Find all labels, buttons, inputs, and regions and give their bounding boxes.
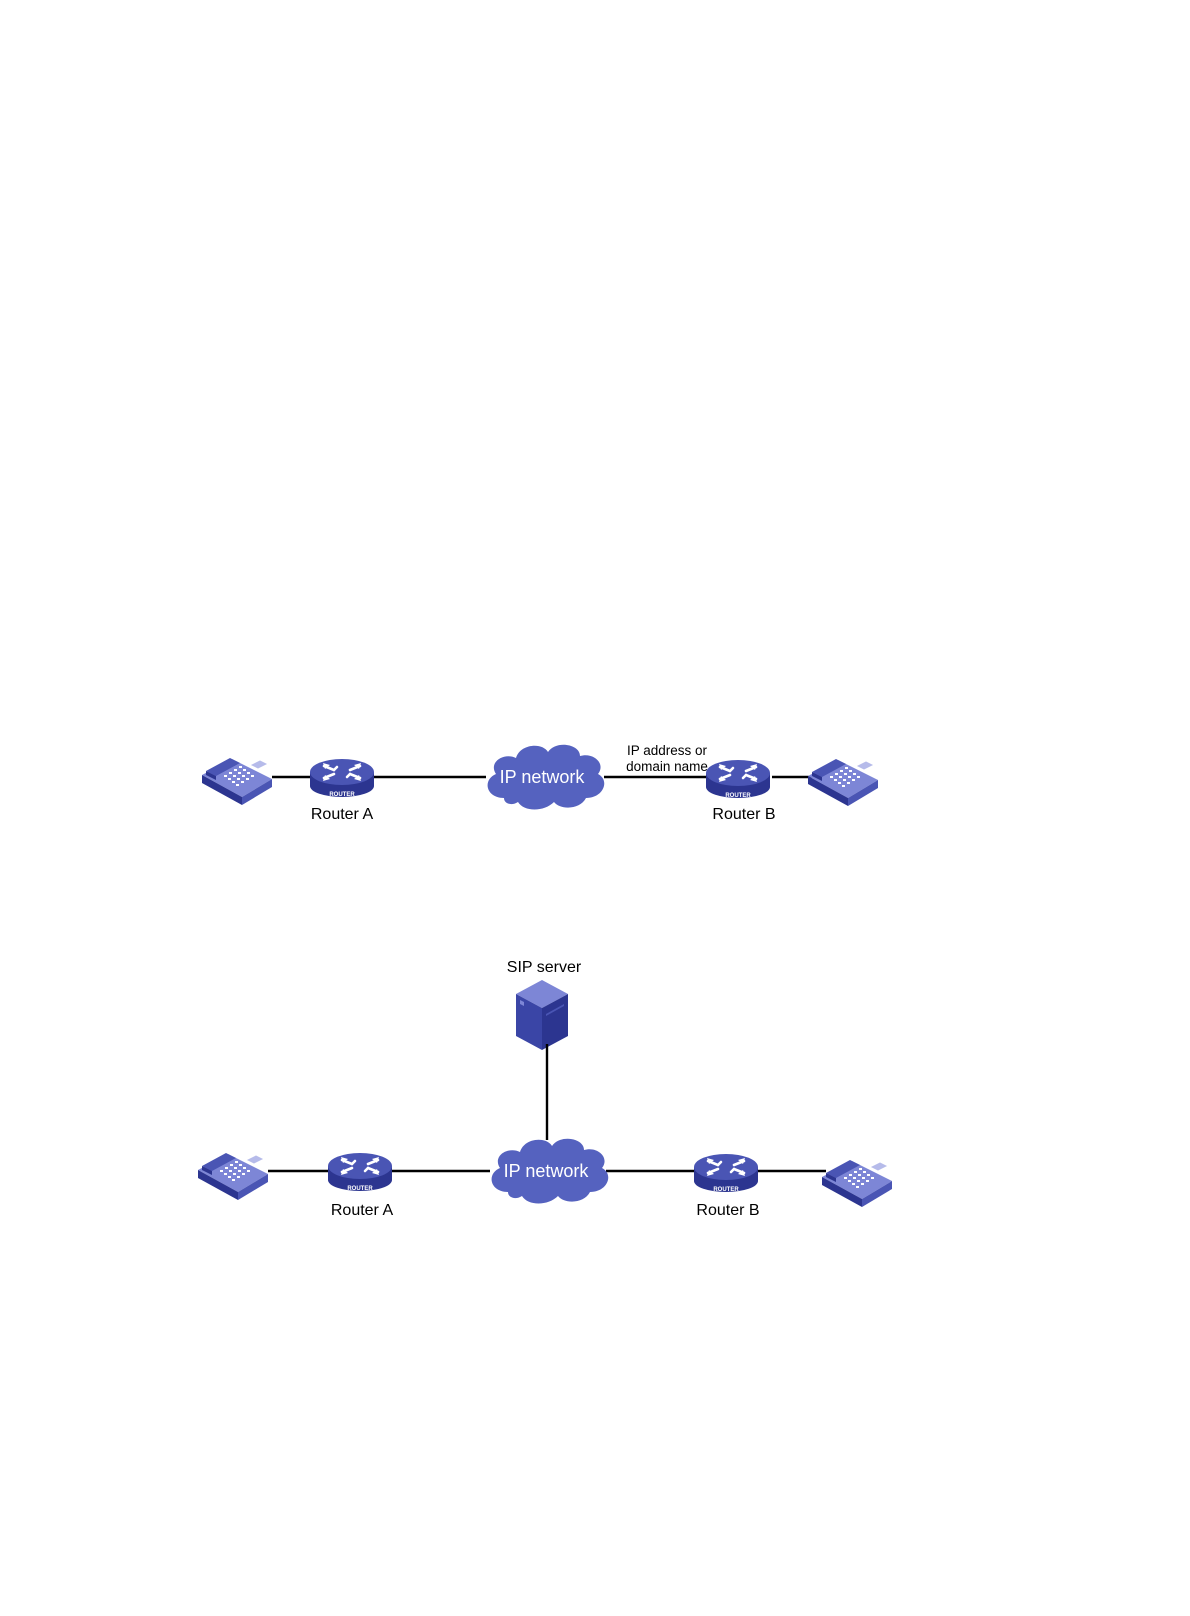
router-b-label: Router B <box>696 1202 759 1219</box>
cloud-label: IP network <box>504 1161 590 1181</box>
ip-phone-icon <box>202 758 272 805</box>
router-b: ROUTER <box>706 760 770 799</box>
router-b-label: Router B <box>712 806 775 823</box>
ip-phone-icon <box>822 1160 892 1207</box>
cloud-label: IP network <box>500 767 586 787</box>
ip-network-cloud: IP network <box>492 1139 609 1204</box>
sip-server-svg: SIP server ROUTER Router A IP network RO… <box>0 950 1190 1250</box>
link-label-line1: IP address or <box>627 743 708 758</box>
ip-phone-icon <box>198 1153 268 1200</box>
point-to-point-svg: ROUTER Router A IP network IP address or… <box>0 740 1190 850</box>
ip-network-cloud: IP network <box>488 745 605 810</box>
router-a-label: Router A <box>331 1202 394 1219</box>
sip-server-diagram: SIP server ROUTER Router A IP network RO… <box>0 950 1190 1250</box>
sip-server-label: SIP server <box>507 959 582 976</box>
link-label-line2: domain name <box>626 759 708 774</box>
router-a: ROUTER <box>328 1153 392 1192</box>
router-b: ROUTER <box>694 1154 758 1193</box>
server-icon <box>516 980 568 1050</box>
router-a: ROUTER <box>310 759 374 798</box>
router-a-label: Router A <box>311 806 374 823</box>
router-a-tag: ROUTER <box>347 1186 373 1192</box>
ip-phone-icon <box>808 759 878 806</box>
point-to-point-diagram: ROUTER Router A IP network IP address or… <box>0 740 1190 850</box>
router-a-tag: ROUTER <box>329 792 355 798</box>
router-b-tag: ROUTER <box>725 793 751 799</box>
router-b-tag: ROUTER <box>713 1187 739 1193</box>
